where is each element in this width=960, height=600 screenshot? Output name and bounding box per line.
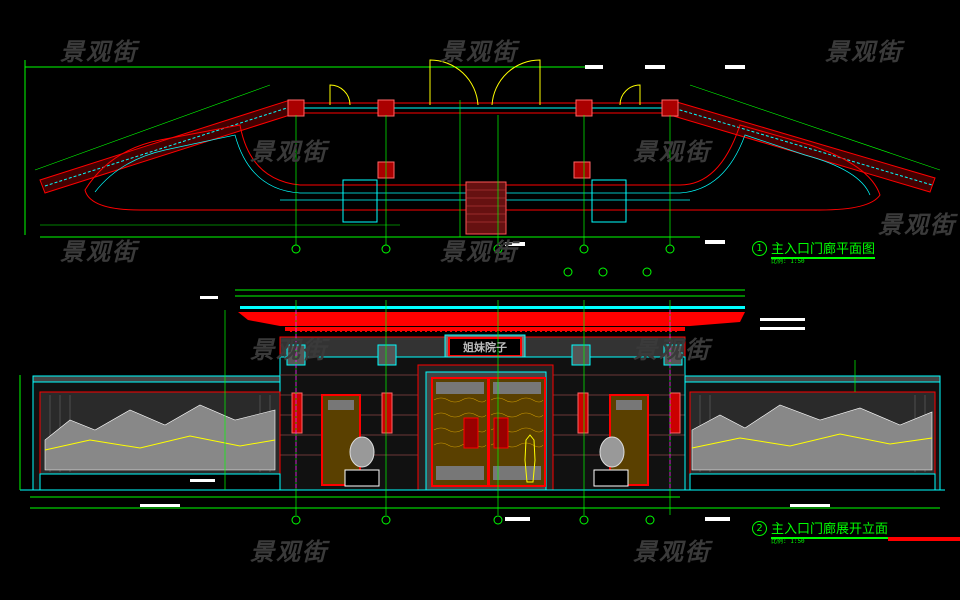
watermark: 景观街 — [633, 138, 711, 166]
watermark: 景观街 — [60, 38, 138, 66]
watermark: 景观街 — [440, 38, 518, 66]
watermark: 景观街 — [250, 538, 328, 566]
watermark: 景观街 — [440, 238, 518, 266]
drawing-scale-elevation: 比例: 1:50 — [771, 538, 805, 545]
watermark: 景观街 — [633, 538, 711, 566]
elevation-view — [19, 267, 960, 541]
watermark: 景观街 — [633, 336, 711, 364]
watermark: 景观街 — [60, 238, 138, 266]
gate-sign-plaque: 姐妹院子 — [463, 341, 507, 354]
watermark: 景观街 — [878, 211, 956, 239]
drawing-number-2: 2 — [752, 521, 767, 536]
drawing-title-plan: 主入口门廊平面图 — [771, 238, 876, 259]
drawing-scale-plan: 比例: 1:50 — [771, 258, 805, 265]
watermark: 景观街 — [825, 38, 903, 66]
drawing-number-1: 1 — [752, 241, 767, 256]
plan-view — [24, 59, 941, 254]
drawing-title-elevation: 主入口门廊展开立面 — [771, 518, 889, 539]
watermark: 景观街 — [250, 336, 328, 364]
watermark: 景观街 — [250, 138, 328, 166]
